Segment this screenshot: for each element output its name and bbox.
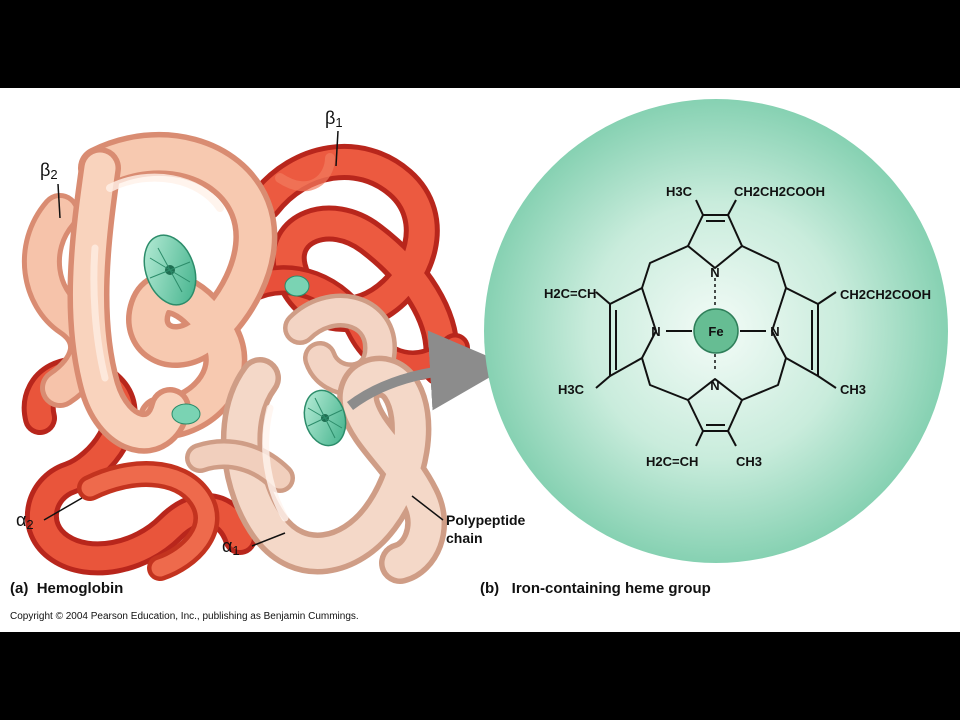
group-left-vinyl: H2C=CH (544, 286, 596, 301)
group-bottom-methyl: CH3 (736, 454, 762, 469)
hemoglobin-molecule (21, 132, 510, 584)
slide-canvas: β1 β2 α2 α1 Polypeptide chain (0, 88, 960, 632)
nitrogen-left: N (651, 324, 660, 339)
group-right-methyl: CH3 (840, 382, 866, 397)
heme-disc-beta2 (143, 234, 197, 306)
caption-a-text: Hemoglobin (36, 580, 124, 597)
heme-disc-beta1 (284, 275, 310, 297)
polypeptide-label-line2: chain (446, 530, 483, 546)
hemoglobin-figure: β1 β2 α2 α1 Polypeptide chain (16, 99, 948, 584)
nitrogen-top: N (710, 265, 719, 280)
caption-a: (a) Hemoglobin (10, 580, 123, 597)
heme-disc-alpha2 (171, 403, 201, 425)
iron-atom (693, 308, 739, 354)
alpha1-label: α1 (222, 536, 240, 558)
caption-b-text: Iron-containing heme group (511, 580, 711, 597)
chain-labels: β1 β2 α2 α1 Polypeptide chain (16, 108, 526, 558)
heme-structure: Fe N N N N H3C CH2CH2COOH CH2CH2COOH CH3… (484, 99, 948, 563)
group-top-right-propionate: CH2CH2COOH (734, 184, 825, 199)
beta2-chain (21, 132, 278, 454)
alpha1-chain (185, 293, 448, 584)
nitrogen-right: N (770, 324, 779, 339)
nitrogen-bottom: N (710, 378, 719, 393)
zoom-arrow (346, 330, 510, 411)
caption-a-letter: (a) (10, 580, 29, 597)
group-left-methyl: H3C (558, 382, 585, 397)
caption-b: (b) Iron-containing heme group (480, 580, 711, 597)
beta2-label: β2 (40, 160, 58, 182)
group-bottom-vinyl: H2C=CH (646, 454, 698, 469)
fe-label: Fe (708, 324, 723, 339)
beta1-label: β1 (325, 108, 343, 130)
group-top-left-methyl: H3C (666, 184, 693, 199)
polypeptide-label-line1: Polypeptide (446, 512, 526, 528)
caption-b-letter: (b) (480, 580, 500, 597)
porphyrin-ring (595, 199, 837, 447)
heme-disc-alpha1 (303, 389, 347, 447)
beta1-chain (235, 144, 470, 386)
alpha2-label: α2 (16, 510, 34, 532)
group-right-propionate: CH2CH2COOH (840, 287, 931, 302)
copyright-notice: Copyright © 2004 Pearson Education, Inc.… (10, 611, 359, 622)
